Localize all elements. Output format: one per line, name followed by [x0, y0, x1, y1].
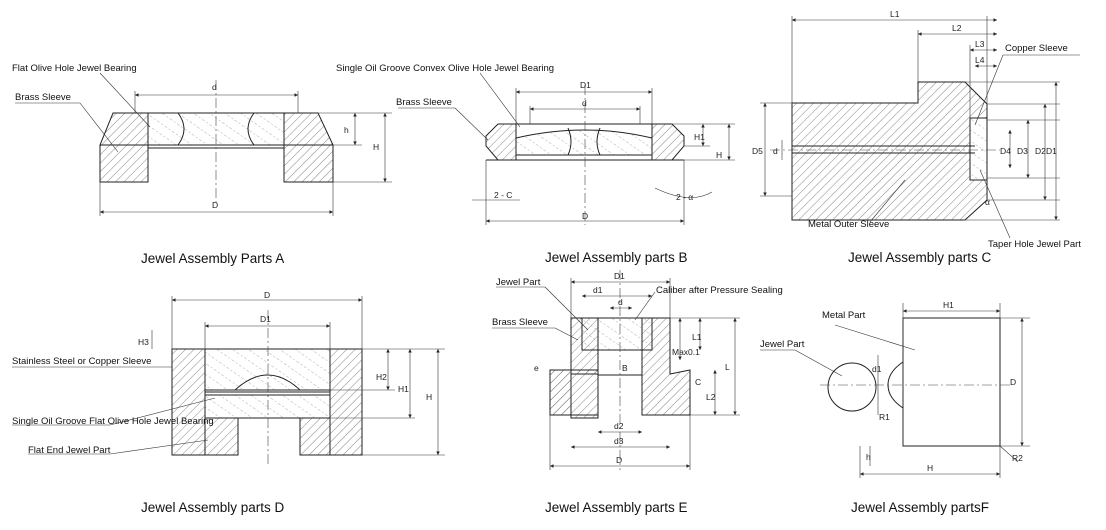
e-D1-label: D1: [614, 271, 625, 281]
d-sleeve-label: Stainless Steel or Copper Sleeve: [12, 356, 151, 367]
c-L2-label: L2: [952, 23, 962, 33]
c-D3-label: D3: [1017, 146, 1028, 156]
caption-a: Jewel Assembly Parts A: [141, 251, 284, 266]
a-sleeve-label: Brass Sleeve: [15, 92, 71, 103]
c-copper-label: Copper Sleeve: [1005, 43, 1068, 54]
c-d-label: d: [773, 146, 778, 156]
d-H3-label: H3: [138, 337, 149, 347]
b-D1-label: D1: [580, 80, 591, 90]
e-L2-label: L2: [706, 392, 716, 402]
d-groove-label: Single Oil Groove Flat Olive Hole Jewel …: [12, 416, 214, 427]
part-c: L1 L2 L3 L4 D5 d D4 D3 D2 D1 α Coppe: [752, 9, 1081, 265]
caption-f: Jewel Assembly partsF: [851, 500, 989, 515]
d-H-label: H: [426, 392, 432, 402]
d-D-label: D: [264, 290, 270, 300]
a-d-label: d: [212, 82, 217, 92]
e-L1-label: L1: [692, 332, 702, 342]
b-H-label: H: [716, 150, 722, 160]
c-L1-label: L1: [890, 9, 900, 19]
e-caliber-label: Caliber after Pressure Sealing: [656, 285, 783, 296]
a-D-label: D: [212, 200, 218, 210]
d-D1-label: D1: [260, 314, 271, 324]
c-L4-label: L4: [975, 55, 985, 65]
d-H2-label: H2: [376, 372, 387, 382]
d-H1-label: H1: [398, 384, 409, 394]
e-jewel-label: Jewel Part: [496, 277, 541, 288]
e-L-label: L: [725, 362, 730, 372]
caption-c: Jewel Assembly parts C: [848, 250, 992, 265]
f-H-label: H: [927, 463, 933, 473]
c-metal-label: Metal Outer Sleeve: [808, 219, 889, 230]
b-d-label: d: [582, 98, 587, 108]
c-L3-label: L3: [975, 39, 985, 49]
e-d3-label: d3: [614, 436, 624, 446]
caption-b: Jewel Assembly parts B: [545, 250, 688, 265]
c-taper-label: Taper Hole Jewel Part: [988, 239, 1081, 250]
c-D5-label: D5: [752, 146, 763, 156]
f-D-label: D: [1010, 377, 1016, 387]
a-title-label: Flat Olive Hole Jewel Bearing: [12, 63, 137, 74]
e-d1-label: d1: [593, 285, 603, 295]
f-metal-label: Metal Part: [822, 310, 866, 321]
part-a: d D h H Flat Olive Hole Jewel Bearing Br…: [12, 63, 392, 266]
b-sleeve-label: Brass Sleeve: [396, 97, 452, 108]
c-D4-label: D4: [1000, 146, 1011, 156]
d-flat-label: Flat End Jewel Part: [28, 445, 111, 456]
e-d-label: d: [618, 297, 623, 307]
f-h-label: h: [866, 452, 871, 462]
part-b: D1 d D 2 - C 2 - α H1 H Single Oil Groov…: [336, 63, 735, 265]
e-max-label: Max0.1: [672, 347, 700, 357]
b-chamfer-c-label: 2 - C: [494, 190, 512, 200]
part-e: D1 d1 d d2 d3 D B Max0.1 L1 L L2 C e Jew…: [492, 270, 783, 515]
caption-d: Jewel Assembly parts D: [141, 500, 285, 515]
e-sleeve-label: Brass Sleeve: [492, 317, 548, 328]
f-R1-label: R1: [879, 412, 890, 422]
c-D2-label: D2: [1035, 146, 1046, 156]
a-h-label: h: [344, 125, 349, 135]
f-R2-label: R2: [1012, 453, 1023, 463]
e-B-label: B: [622, 363, 628, 373]
a-H-label: H: [373, 142, 379, 152]
b-chamfer-a-label: 2 - α: [676, 192, 693, 202]
f-H1-label: H1: [943, 300, 954, 310]
part-d: D D1 H3 H2 H1 H Stainless Steel or Coppe…: [12, 290, 445, 515]
e-D-label: D: [616, 455, 622, 465]
c-D1-label: D1: [1046, 146, 1057, 156]
f-d1-label: d1: [872, 364, 882, 374]
b-title-label: Single Oil Groove Convex Olive Hole Jewe…: [336, 63, 554, 74]
b-D-label: D: [582, 211, 588, 221]
c-alpha-label: α: [985, 197, 990, 207]
caption-e: Jewel Assembly parts E: [545, 500, 688, 515]
f-jewel-label: Jewel Part: [760, 339, 805, 350]
part-f: H1 H D d1 R1 R2 h Metal Part Jewel Part …: [760, 300, 1030, 515]
e-d2-label: d2: [614, 421, 624, 431]
e-C-label: C: [695, 377, 701, 387]
e-e-label: e: [534, 363, 539, 373]
b-H1-label: H1: [694, 132, 705, 142]
